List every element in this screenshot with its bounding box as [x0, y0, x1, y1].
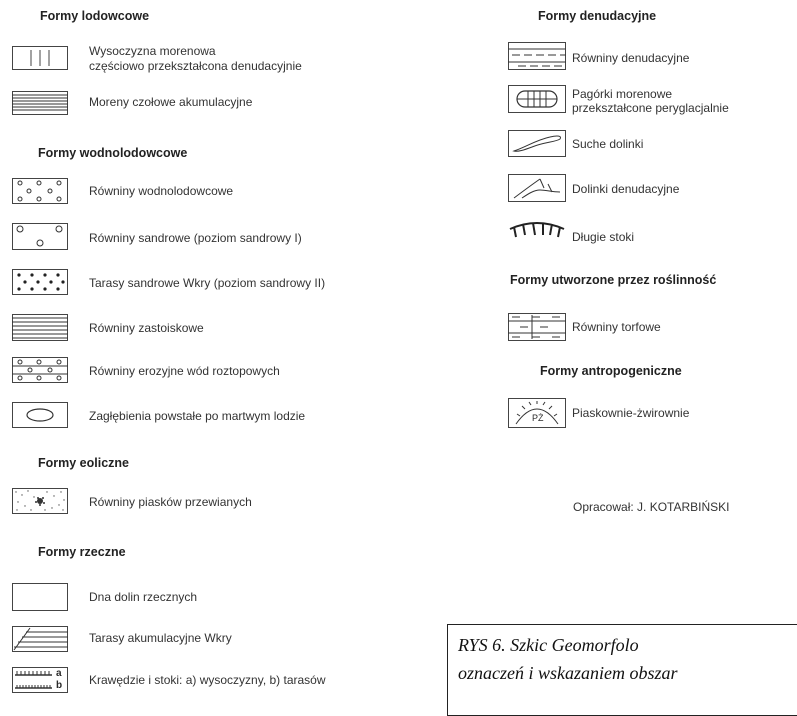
aeolian-sand-icon	[12, 488, 68, 514]
section-denudation-forms: Formy denudacyjne	[538, 9, 657, 23]
legend-label-dead-ice-hollows: Zagłębienia powstałe po martwym lodzie	[89, 409, 306, 423]
legend-label-accumulation-terraces: Tarasy akumulacyjne Wkry	[89, 631, 232, 645]
denudation-plain-icon	[508, 42, 566, 70]
edge-slope-icon: a b	[12, 667, 68, 693]
author-credit: Opracował: J. KOTARBIŃSKI	[573, 500, 730, 514]
legend-label-long-slopes: Długie stoki	[572, 230, 635, 244]
gravel-pit-symbol-text: PŻ	[532, 413, 544, 423]
symbol-letter-b: b	[56, 680, 63, 691]
legend-label-dry-valleys: Suche dolinki	[572, 137, 644, 151]
legend-label-moraine-hills-1: Pagórki morenowe	[572, 87, 673, 101]
dry-valley-icon	[508, 130, 566, 157]
glacial-upland-icon	[12, 46, 68, 70]
legend-label-sandur-plains: Równiny sandrowe (poziom sandrowy I)	[89, 231, 302, 245]
long-slope-icon	[508, 219, 565, 247]
dotted-terrace-icon	[12, 269, 68, 295]
legend-label-meltwater-erosion-plains: Równiny erozyjne wód roztopowych	[89, 364, 280, 378]
legend-label-sandur-terraces: Tarasy sandrowe Wkry (poziom sandrowy II…	[89, 276, 326, 290]
legend-label-peat-plains: Równiny torfowe	[572, 320, 661, 334]
legend-label-blown-sand-plains: Równiny piasków przewianych	[89, 495, 252, 509]
ice-dammed-plain-icon	[12, 314, 68, 341]
caption-line-2: oznaczeń i wskazaniem obszar	[458, 663, 678, 683]
section-vegetation-forms: Formy utworzone przez roślinność	[510, 273, 717, 287]
legend-label-moraine-hills-2: przekształcone peryglacjalnie	[572, 101, 729, 115]
legend-label-glacial-upland-2: częściowo przekształcona denudacyjnie	[89, 59, 302, 73]
section-glacial-forms: Formy lodowcowe	[40, 9, 150, 23]
valley-floor-icon	[12, 583, 68, 611]
legend-label-glacial-upland-1: Wysoczyzna morenowa	[89, 44, 216, 58]
legend-label-outwash-plains: Równiny wodnolodowcowe	[89, 184, 234, 198]
legend-label-ice-dammed-plains: Równiny zastoiskowe	[89, 321, 204, 335]
erosional-plain-icon	[12, 357, 68, 383]
dead-ice-hollow-icon	[12, 402, 68, 428]
periglacial-hill-icon	[508, 85, 566, 113]
denudation-valley-icon	[508, 174, 566, 202]
legend-label-end-moraine: Moreny czołowe akumulacyjne	[89, 95, 253, 109]
caption-line-1: RYS 6. Szkic Geomorfolo	[458, 635, 639, 655]
section-aeolian-forms: Formy eoliczne	[38, 456, 129, 470]
outwash-circles-icon	[12, 178, 68, 204]
legend-label-river-valley-floors: Dna dolin rzecznych	[89, 590, 198, 604]
legend-label-gravel-pits: Piaskownie-żwirownie	[572, 406, 690, 420]
legend-label-edges-slopes: Krawędzie i stoki: a) wysoczyzny, b) tar…	[89, 673, 326, 687]
accumulation-terrace-icon	[12, 626, 68, 652]
figure-caption-box: RYS 6. Szkic Geomorfolo oznaczeń i wskaz…	[447, 624, 797, 716]
end-moraine-icon	[12, 91, 68, 115]
sandur-plain-icon	[12, 223, 68, 250]
peat-plain-icon	[508, 313, 566, 341]
gravel-pit-icon: PŻ	[508, 398, 566, 428]
legend-label-denudation-valleys: Dolinki denudacyjne	[572, 182, 680, 196]
section-anthropogenic-forms: Formy antropogeniczne	[540, 364, 682, 378]
legend-label-denudation-plains: Równiny denudacyjne	[572, 51, 690, 65]
section-fluvial-forms: Formy rzeczne	[38, 545, 126, 559]
symbol-letter-a: a	[56, 668, 62, 679]
section-fluvioglacial-forms: Formy wodnolodowcowe	[38, 146, 188, 160]
